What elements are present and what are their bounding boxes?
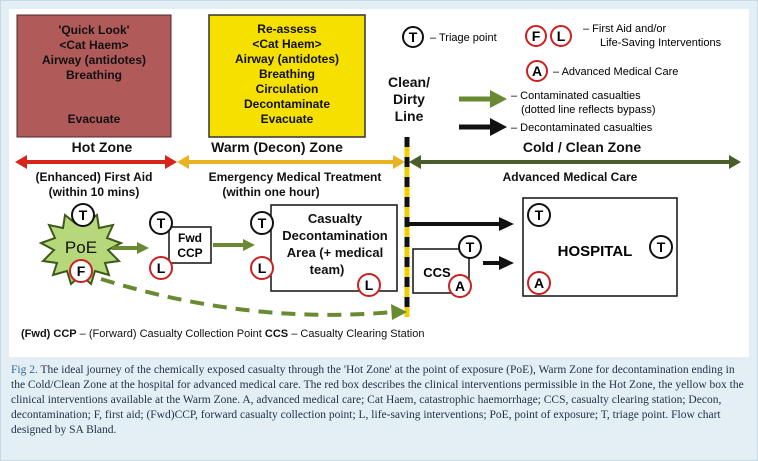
poe-first-aid-letter: F (77, 263, 86, 279)
yellow-box-line: Evacuate (261, 112, 314, 126)
cold-zone-label: Cold / Clean Zone (523, 139, 641, 155)
caption-label: Fig 2. (11, 364, 38, 376)
decon-label-3: Area (+ medical (287, 245, 383, 260)
cold-zone-arrow (409, 155, 741, 169)
legend-advanced-care: – Advanced Medical Care (553, 66, 678, 78)
warm-zone-label: Warm (Decon) Zone (211, 139, 343, 155)
first-aid-symbol-icon (525, 25, 547, 47)
hot-zone-interventions-box (16, 14, 172, 138)
hot-zone-sub-2: (within 10 mins) (49, 185, 140, 199)
hospital-triage-icon (527, 203, 551, 227)
ccs-advanced-care-letter: A (455, 278, 465, 294)
warm-zone-arrow (177, 155, 405, 169)
hospital-advanced-care-icon (527, 271, 551, 295)
hospital-triage-letter: T (535, 207, 544, 223)
arrow-fwd-ccp-to-decon (213, 239, 255, 251)
hospital-label: HOSPITAL (558, 243, 633, 260)
clean-dirty-line-label: Line (395, 108, 424, 124)
ccs-abbr: CCS (265, 328, 288, 340)
fwd-ccp-abbr: (Fwd) CCP (21, 328, 77, 340)
yellow-box-line: Decontaminate (244, 97, 330, 111)
decon-triage-letter: T (258, 215, 267, 231)
legend-green-arrow-icon (459, 90, 507, 108)
cold-zone-sub: Advanced Medical Care (503, 170, 638, 184)
red-box-line: 'Quick Look' (58, 23, 129, 37)
first-aid-symbol-letter: F (532, 28, 541, 44)
triage-symbol-letter: T (409, 29, 418, 45)
decon-label-4: team) (310, 262, 345, 277)
legend-triage: – Triage point (430, 32, 497, 44)
legend-decontaminated: – Decontaminated casualties (511, 122, 653, 134)
decon-life-saving-icon (250, 256, 274, 280)
poe-triage-letter: T (79, 207, 88, 223)
flow-chart: 'Quick Look' <Cat Haem> Airway (antidote… (9, 9, 749, 357)
decon-label-2: Decontamination (282, 228, 388, 243)
hospital-advanced-care-letter: A (534, 275, 544, 291)
legend-first-aid: – First Aid and/or (583, 23, 666, 35)
yellow-box-line: Airway (antidotes) (235, 52, 339, 66)
yellow-box-line: <Cat Haem> (252, 37, 321, 51)
fwd-ccp-box (168, 226, 212, 264)
arrow-decon-to-hospital (409, 217, 514, 231)
hot-zone-arrow (15, 155, 177, 169)
decon-life-saving-icon-2 (357, 273, 381, 297)
life-saving-symbol-letter: L (557, 28, 566, 44)
bypass-dashed-arrow (100, 277, 407, 320)
caption-text: The ideal journey of the chemically expo… (11, 364, 744, 436)
figure-caption: Fig 2. The ideal journey of the chemical… (11, 363, 746, 438)
fwd-ccp-triage-icon (149, 211, 173, 235)
arrow-poe-to-fwd-ccp (112, 242, 149, 254)
clean-dirty-line-label: Dirty (393, 91, 425, 107)
ccs-advanced-care-icon (448, 274, 472, 298)
fwd-ccp-life-saving-icon (149, 256, 173, 280)
fwd-ccp-life-saving-letter: L (157, 260, 166, 276)
clean-dirty-line-label: Clean/ (388, 74, 430, 90)
warm-zone-sub-1: Emergency Medical Treatment (209, 170, 382, 184)
legend-bypass-note: (dotted line reflects bypass) (521, 104, 656, 116)
decon-label-1: Casualty (308, 211, 363, 226)
ccs-label: CCS (423, 265, 451, 280)
red-box-evacuate: Evacuate (68, 112, 121, 126)
warm-zone-sub-2: (within one hour) (222, 185, 319, 199)
advanced-care-symbol-icon (526, 60, 548, 82)
decon-triage-icon (250, 211, 274, 235)
decon-life-saving-letter-2: L (365, 277, 374, 293)
legend-life-saving: Life-Saving Interventions (600, 37, 722, 49)
poe-first-aid-icon (69, 259, 93, 283)
red-box-line: Breathing (66, 68, 122, 82)
triage-symbol-icon (402, 26, 424, 48)
ccs-triage-icon (458, 235, 482, 259)
red-box-line: <Cat Haem> (59, 38, 128, 52)
fwd-ccp-label-2: CCP (177, 246, 202, 260)
hot-zone-sub-1: (Enhanced) First Aid (36, 170, 153, 184)
yellow-box-line: Re-assess (257, 22, 317, 36)
poe-label: PoE (65, 238, 97, 257)
hot-zone-label: Hot Zone (72, 139, 133, 155)
advanced-care-symbol-letter: A (532, 63, 542, 79)
yellow-box-line: Breathing (259, 67, 315, 81)
hospital-triage-icon-2 (649, 235, 673, 259)
arrow-ccs-to-hospital (483, 256, 514, 270)
abbreviation-footer: (Fwd) CCP – (Forward) Casualty Collectio… (21, 328, 425, 340)
warm-zone-interventions-box (208, 14, 366, 138)
legend-black-arrow-icon (459, 118, 507, 136)
legend-contaminated: – Contaminated casualties (511, 90, 641, 102)
poe-triage-icon (71, 203, 95, 227)
yellow-box-line: Circulation (256, 82, 319, 96)
life-saving-symbol-icon (550, 25, 572, 47)
fwd-ccp-definition: – (Forward) Casualty Collection Point (77, 328, 265, 340)
red-box-line: Airway (antidotes) (42, 53, 146, 67)
flow-chart-svg: 'Quick Look' <Cat Haem> Airway (antidote… (15, 14, 741, 340)
fwd-ccp-triage-letter: T (157, 215, 166, 231)
ccs-definition: – Casualty Clearing Station (288, 328, 424, 340)
hospital-triage-letter-2: T (657, 239, 666, 255)
ccs-triage-letter: T (466, 239, 475, 255)
decon-life-saving-letter: L (258, 260, 267, 276)
fwd-ccp-label-1: Fwd (178, 231, 202, 245)
